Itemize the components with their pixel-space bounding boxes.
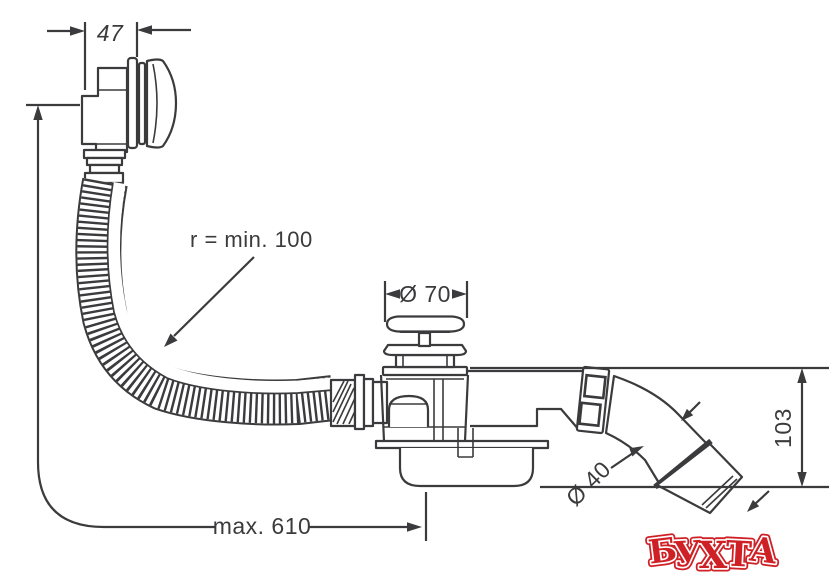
watermark-letter: У [672,533,703,575]
plug-cap [385,315,466,333]
trap-body-sides [379,374,470,442]
union-nut-opening [578,401,602,428]
dimension-70: Ø 70 [383,281,469,322]
outlet-pipe-end [655,442,744,515]
connector-nut-plate [353,373,366,431]
hose-inner-tube-edge [106,182,334,395]
connector-nut-plate [362,377,375,428]
union-nut [575,365,611,435]
arrow-left-icon [385,289,400,299]
waste-trap [374,315,550,488]
thread-hatch [332,380,356,425]
rotary-knob [145,58,178,149]
plug-seat-dish [382,343,468,357]
arrow-down-icon [797,472,807,487]
leader-line [173,256,255,337]
arrow-up-icon [797,368,807,383]
watermark-red-layer: Б У Х Т А [646,530,780,577]
watermark-letter: Т [725,533,753,575]
overflow-body-detail [96,68,127,145]
trap-rim [374,439,550,450]
trap-inner-dome [387,394,430,427]
dimension-max-610: max. 610 [26,103,428,541]
arrow-right-icon [70,26,85,36]
overflow-flange-ring [137,61,147,146]
dim-line [36,113,216,529]
pointer-shaft [754,490,770,505]
watermark-letter: Т [725,533,753,575]
radius-note-label: r = min. 100 [190,227,313,252]
watermark-outline-layer: Б У Х Т А [643,526,784,580]
dim-47-label: 47 [97,20,124,46]
watermark-letter: Т [725,533,753,575]
overflow-fitting [80,56,178,185]
trap-cup [398,448,535,488]
waste-flange-plate [381,365,469,377]
pointer-shaft [610,452,634,469]
arrow-left-icon [137,25,152,35]
arrow-down-left-icon [681,408,694,421]
rotary-knob-curve [152,63,158,144]
hose-interior [77,178,336,424]
arrow-up-icon [33,105,43,120]
watermark-letter: Б [646,530,679,572]
trap-standpipe [389,379,444,441]
overflow-flange [126,56,139,150]
overflow-body [80,66,129,154]
inlet-pipe [371,380,389,425]
watermark-letter: Х [699,533,728,577]
watermark-white-layer: Б У Х Т А [645,528,782,579]
dim-103-label: 103 [770,408,796,448]
arrow-down-left-icon [164,333,178,347]
watermark-letter: Х [699,533,728,577]
dimension-47: 47 [47,20,191,90]
watermark-letter: Б [646,530,679,572]
arrow-down-left-icon [747,499,760,512]
pipe-end-lines [701,475,738,509]
trap-downpipe [457,428,474,458]
watermark-letter: У [672,533,703,575]
watermark-letter: Х [699,533,728,577]
watermark-letter: А [747,530,780,573]
elbow-bottom-edge [470,407,580,431]
dim-max610-label: max. 610 [213,513,312,539]
waste-body-lines [402,355,448,367]
watermark: Б У Х Т А Б У Х Т А Б У Х Т А [643,526,784,580]
radius-note: r = min. 100 [164,227,313,347]
plug-stem [417,331,432,348]
hose-adapter-thread [88,163,121,175]
hose-inner-tube [107,181,334,394]
watermark-letter: У [672,533,703,575]
union-nut-opening [582,373,607,400]
dimension-40: Ø 40 [561,446,644,511]
dim-40-label: Ø 40 [561,456,616,511]
arrow-right-icon [452,289,467,299]
arrow-right-icon [407,522,422,532]
waste-body-cylinder [394,353,456,369]
outlet-assembly [467,365,770,515]
dimension-103: 103 [470,366,829,489]
arrow-up-right-icon [629,446,644,457]
hose-ribs [77,178,336,424]
hose-adapter-plate [82,148,127,160]
flexible-hose [75,177,389,431]
dim-70-label: Ø 70 [399,281,451,307]
